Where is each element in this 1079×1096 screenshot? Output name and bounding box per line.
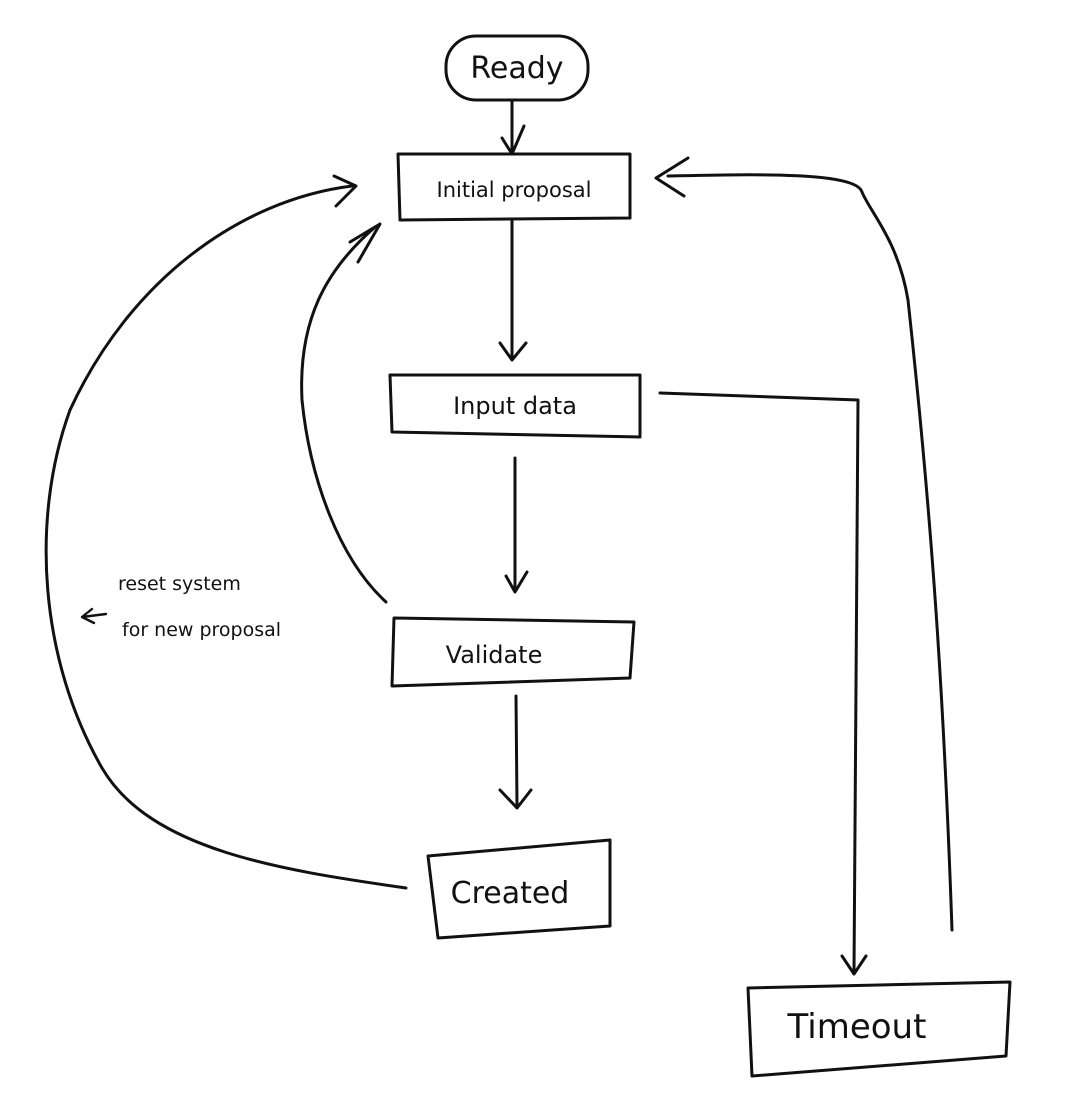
node-input-data: Input data — [388, 373, 642, 439]
node-timeout-label: Timeout — [787, 1007, 927, 1047]
arrow-created-to-initial — [44, 174, 408, 890]
node-validate-label: Validate — [446, 641, 543, 669]
node-created: Created — [426, 838, 612, 940]
node-timeout: Timeout — [746, 980, 1012, 1078]
left-arrow-icon — [80, 607, 108, 625]
node-ready-label: Ready — [470, 51, 563, 86]
node-validate: Validate — [390, 616, 636, 688]
node-initial-proposal: Initial proposal — [396, 152, 632, 222]
arrow-input-to-timeout — [658, 391, 868, 976]
arrow-input-to-validate — [504, 456, 529, 594]
node-initial-proposal-label: Initial proposal — [437, 178, 592, 202]
node-input-data-label: Input data — [453, 392, 577, 420]
arrow-initial-to-input — [498, 218, 528, 362]
annotation-reset-system: reset system for new proposal — [80, 573, 281, 641]
node-created-label: Created — [451, 876, 570, 911]
arrow-timeout-to-initial — [654, 156, 954, 932]
arrow-ready-to-initial — [500, 98, 526, 156]
arrow-validate-to-created — [498, 694, 533, 810]
arrow-validate-to-initial — [300, 222, 388, 604]
annotation-line-1: reset system — [118, 573, 241, 595]
node-ready: Ready — [444, 34, 590, 102]
annotation-line-2: for new proposal — [122, 619, 281, 641]
